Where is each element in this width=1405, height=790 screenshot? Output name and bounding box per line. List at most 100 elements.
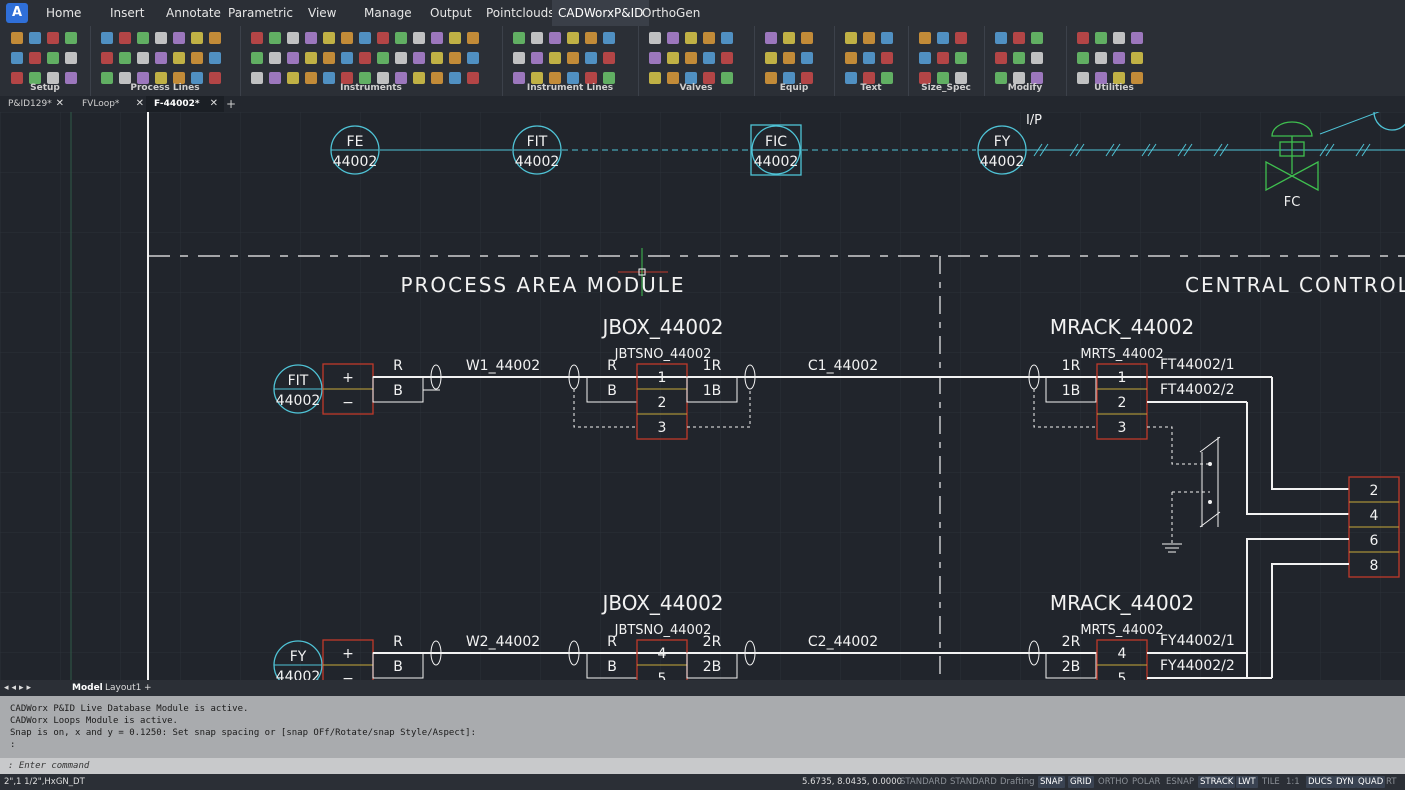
ribbon-tool-icon[interactable] — [721, 32, 733, 44]
ribbon-tool-icon[interactable] — [531, 32, 543, 44]
ribbon-tool-icon[interactable] — [567, 52, 579, 64]
ribbon-tool-icon[interactable] — [377, 32, 389, 44]
ribbon-tool-icon[interactable] — [323, 32, 335, 44]
status-toggle-standard[interactable]: STANDARD — [900, 777, 947, 787]
ribbon-tool-icon[interactable] — [801, 72, 813, 84]
ribbon-tool-icon[interactable] — [137, 72, 149, 84]
ribbon-tool-icon[interactable] — [101, 52, 113, 64]
ribbon-tool-icon[interactable] — [395, 32, 407, 44]
command-input[interactable]: : Enter command — [0, 758, 1405, 774]
ribbon-tool-icon[interactable] — [65, 32, 77, 44]
instrument-fit-1[interactable]: FIT 44002 — [273, 364, 323, 414]
ribbon-tool-icon[interactable] — [881, 52, 893, 64]
ribbon-tool-icon[interactable] — [585, 52, 597, 64]
status-toggle-quad[interactable]: QUAD — [1356, 776, 1386, 788]
ribbon-tool-icon[interactable] — [101, 72, 113, 84]
ribbon-tool-icon[interactable] — [549, 72, 561, 84]
close-icon[interactable]: ✕ — [55, 98, 64, 109]
ribbon-tool-icon[interactable] — [919, 72, 931, 84]
ribbon-tool-icon[interactable] — [173, 32, 185, 44]
menu-output[interactable]: Output — [430, 6, 472, 20]
ribbon-tool-icon[interactable] — [667, 72, 679, 84]
ribbon-tool-icon[interactable] — [513, 72, 525, 84]
ribbon-tool-icon[interactable] — [995, 72, 1007, 84]
ribbon-tool-icon[interactable] — [585, 72, 597, 84]
ribbon-tool-icon[interactable] — [449, 72, 461, 84]
ribbon-tool-icon[interactable] — [1095, 72, 1107, 84]
ribbon-tool-icon[interactable] — [995, 32, 1007, 44]
close-icon[interactable]: ✕ — [135, 98, 144, 109]
ribbon-tool-icon[interactable] — [995, 52, 1007, 64]
ribbon-tool-icon[interactable] — [1131, 52, 1143, 64]
ribbon-tool-icon[interactable] — [101, 32, 113, 44]
setup-icons[interactable] — [8, 30, 80, 90]
ribbon-tool-icon[interactable] — [1077, 52, 1089, 64]
ribbon-tool-icon[interactable] — [137, 32, 149, 44]
ribbon-tool-icon[interactable] — [191, 52, 203, 64]
ribbon-tool-icon[interactable] — [155, 52, 167, 64]
ribbon-tool-icon[interactable] — [65, 72, 77, 84]
new-tab-plus-icon[interactable]: + — [226, 97, 237, 111]
ribbon-tool-icon[interactable] — [47, 52, 59, 64]
ribbon-tool-icon[interactable] — [919, 32, 931, 44]
ribbon-tool-icon[interactable] — [413, 72, 425, 84]
ribbon-tool-icon[interactable] — [1131, 32, 1143, 44]
ribbon-tool-icon[interactable] — [765, 72, 777, 84]
ribbon-tool-icon[interactable] — [191, 72, 203, 84]
status-toggle-polar[interactable]: POLAR — [1132, 777, 1161, 787]
ribbon-tool-icon[interactable] — [359, 32, 371, 44]
ribbon-tool-icon[interactable] — [377, 52, 389, 64]
menu-parametric[interactable]: Parametric — [228, 6, 293, 20]
card-terminals[interactable]: 2 4 6 8 — [1348, 476, 1400, 578]
ribbon-tool-icon[interactable] — [269, 52, 281, 64]
ribbon-tool-icon[interactable] — [413, 52, 425, 64]
ribbon-tool-icon[interactable] — [341, 72, 353, 84]
ribbon-tool-icon[interactable] — [765, 52, 777, 64]
tab-model[interactable]: Model — [72, 683, 103, 693]
ribbon-tool-icon[interactable] — [513, 32, 525, 44]
ribbon-tool-icon[interactable] — [603, 32, 615, 44]
doc-tab-fvloop[interactable]: FVLoop*✕ — [74, 96, 150, 112]
ribbon-tool-icon[interactable] — [209, 52, 221, 64]
tab-layout1[interactable]: Layout1 — [105, 683, 142, 693]
status-toggle-1-1[interactable]: 1:1 — [1286, 777, 1300, 787]
ribbon-tool-icon[interactable] — [251, 52, 263, 64]
ribbon-tool-icon[interactable] — [11, 72, 23, 84]
status-toggle-dyn[interactable]: DYN — [1334, 776, 1356, 788]
status-toggle-rt[interactable]: RT — [1386, 777, 1397, 787]
ribbon-tool-icon[interactable] — [119, 72, 131, 84]
ribbon-tool-icon[interactable] — [11, 52, 23, 64]
ribbon-tool-icon[interactable] — [937, 72, 949, 84]
ribbon-tool-icon[interactable] — [649, 52, 661, 64]
add-layout-plus-icon[interactable]: + — [144, 683, 152, 693]
ribbon-tool-icon[interactable] — [937, 32, 949, 44]
ribbon-tool-icon[interactable] — [685, 32, 697, 44]
menu-orthogen[interactable]: OrthoGen — [642, 6, 701, 20]
ribbon-tool-icon[interactable] — [721, 72, 733, 84]
ribbon-tool-icon[interactable] — [431, 32, 443, 44]
ribbon-tool-icon[interactable] — [269, 32, 281, 44]
menu-pointclouds[interactable]: Pointclouds — [486, 6, 555, 20]
ribbon-tool-icon[interactable] — [649, 32, 661, 44]
status-toggle-drafting[interactable]: Drafting — [1000, 777, 1035, 787]
ribbon-tool-icon[interactable] — [783, 72, 795, 84]
status-toggle-lwt[interactable]: LWT — [1236, 776, 1258, 788]
status-toggle-ortho[interactable]: ORTHO — [1098, 777, 1129, 787]
ribbon-tool-icon[interactable] — [467, 72, 479, 84]
ribbon-tool-icon[interactable] — [305, 72, 317, 84]
ribbon-tool-icon[interactable] — [1131, 72, 1143, 84]
ribbon-tool-icon[interactable] — [323, 52, 335, 64]
bubble-fic[interactable]: FIC 44002 — [750, 124, 802, 176]
ribbon-tool-icon[interactable] — [287, 52, 299, 64]
doc-tab-pid129[interactable]: P&ID129*✕ — [0, 96, 70, 112]
close-icon[interactable]: ✕ — [209, 98, 218, 109]
ribbon-tool-icon[interactable] — [955, 32, 967, 44]
ribbon-tool-icon[interactable] — [413, 32, 425, 44]
ribbon-tool-icon[interactable] — [359, 52, 371, 64]
ribbon-tool-icon[interactable] — [449, 52, 461, 64]
ribbon-tool-icon[interactable] — [1113, 52, 1125, 64]
control-valve[interactable] — [1265, 121, 1319, 192]
status-toggle-snap[interactable]: SNAP — [1038, 776, 1065, 788]
ribbon-tool-icon[interactable] — [765, 32, 777, 44]
ribbon-tool-icon[interactable] — [449, 32, 461, 44]
